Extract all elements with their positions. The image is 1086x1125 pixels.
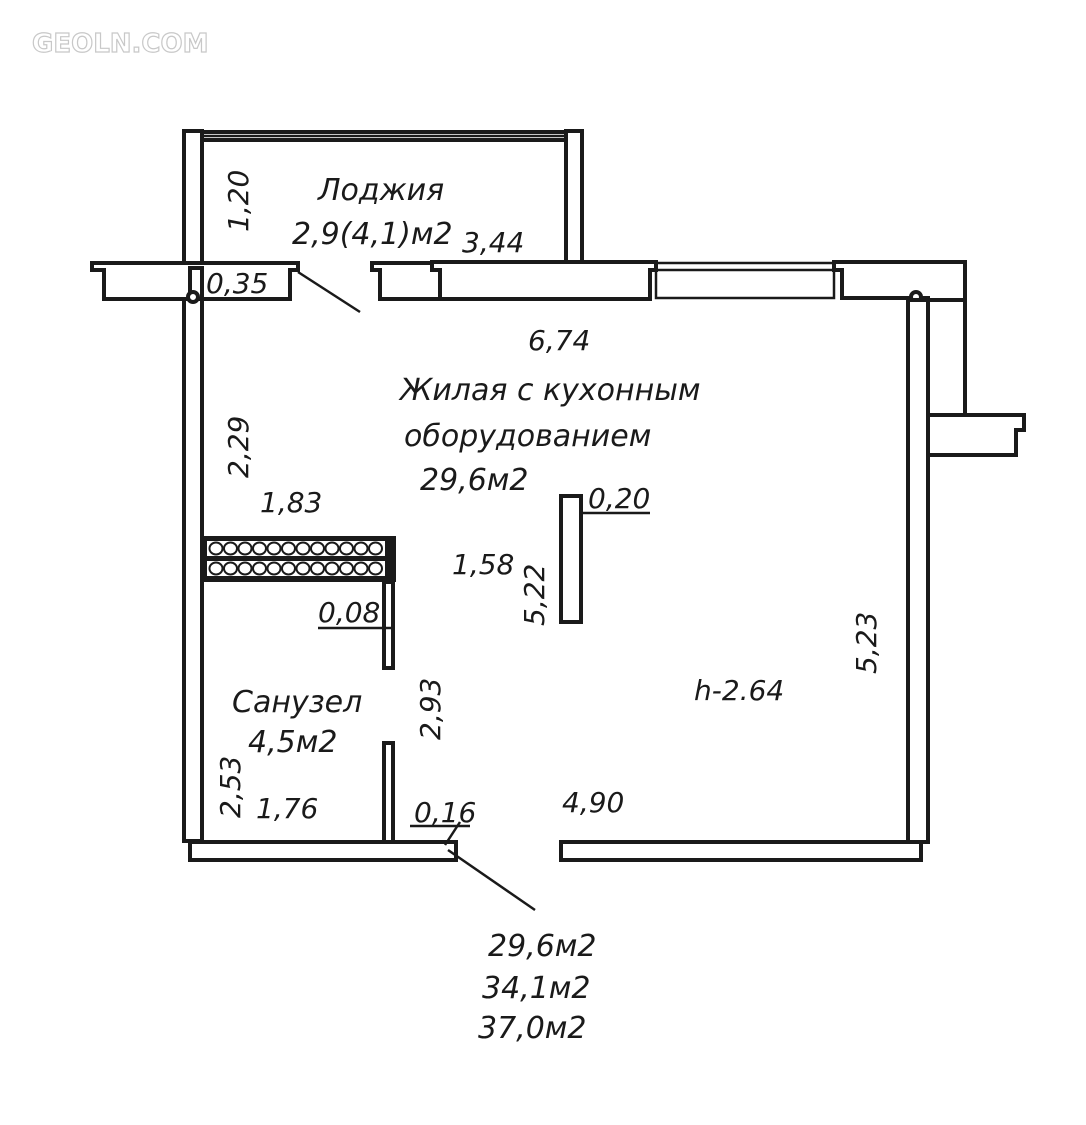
- total-living-area: 29,6м2: [488, 929, 597, 964]
- dim-bottom-width: 4,90: [562, 786, 624, 819]
- duct-circle: [223, 561, 238, 576]
- right-wall: [906, 298, 1026, 844]
- dim-right-height: 5,23: [850, 612, 883, 674]
- ventilation-ducts: [208, 541, 383, 576]
- ceiling-height: h-2.64: [694, 674, 784, 707]
- duct-circle: [368, 561, 383, 576]
- living-name-line1: Жилая с кухонным: [398, 373, 701, 408]
- bathroom-name: Санузел: [232, 685, 362, 720]
- dim-left-upper: 2,29: [222, 416, 255, 478]
- dim-column: 0,20: [588, 482, 650, 515]
- duct-circle: [281, 561, 296, 576]
- duct-circle: [266, 561, 282, 576]
- duct-circle: [252, 561, 267, 576]
- duct-circle: [208, 541, 224, 556]
- dim-bath-height: 2,53: [214, 756, 247, 818]
- loggia-area: 2,9(4,1)м2: [292, 217, 453, 252]
- duct-circle: [339, 541, 354, 556]
- duct-circle: [324, 561, 340, 576]
- dim-bath-width-top: 1,83: [260, 486, 322, 519]
- dim-bath-opening: 2,93: [414, 678, 447, 740]
- leader-line: [297, 270, 361, 314]
- dim-loggia-depth: 1,20: [222, 170, 255, 232]
- duct-circle: [353, 541, 369, 556]
- bottom-wall: [188, 840, 923, 862]
- duct-circle: [310, 541, 325, 556]
- duct-circle: [266, 541, 282, 556]
- duct-circle: [281, 541, 296, 556]
- living-name-line2: оборудованием: [404, 419, 651, 454]
- duct-circle: [208, 561, 224, 576]
- duct-circle: [295, 561, 311, 576]
- dim-partition: 0,08: [318, 596, 380, 629]
- dim-522: 5,22: [518, 564, 551, 626]
- duct-circle: [237, 541, 253, 556]
- loggia-walls: [182, 129, 584, 843]
- bathroom-area: 4,5м2: [248, 725, 337, 760]
- dim-tick: [443, 821, 462, 846]
- bathroom-partitions: [202, 536, 396, 844]
- duct-circle: [223, 541, 238, 556]
- duct-circle: [295, 541, 311, 556]
- dim-loggia-width: 3,44: [462, 226, 524, 259]
- dim-wall-016: 0,16: [414, 796, 476, 829]
- duct-circle: [324, 541, 340, 556]
- leader-line: [447, 848, 536, 912]
- duct-circle: [310, 561, 325, 576]
- dim-living-width: 6,74: [528, 324, 590, 357]
- duct-circle: [368, 541, 383, 556]
- duct-circle: [339, 561, 354, 576]
- duct-circle: [353, 561, 369, 576]
- dim-bath-width-bottom: 1,76: [256, 792, 318, 825]
- duct-circle: [252, 541, 267, 556]
- loggia-name: Лоджия: [317, 173, 444, 208]
- watermark: GEOLN.COM: [32, 29, 208, 59]
- duct-circle: [237, 561, 253, 576]
- top-wall: [90, 260, 967, 304]
- dim-158: 1,58: [452, 548, 514, 581]
- column: [559, 494, 583, 624]
- living-area: 29,6м2: [420, 463, 529, 498]
- dim-wall-035: 0,35: [206, 267, 268, 300]
- total-area-with-loggia: 37,0м2: [478, 1011, 587, 1046]
- total-area: 34,1м2: [482, 971, 591, 1006]
